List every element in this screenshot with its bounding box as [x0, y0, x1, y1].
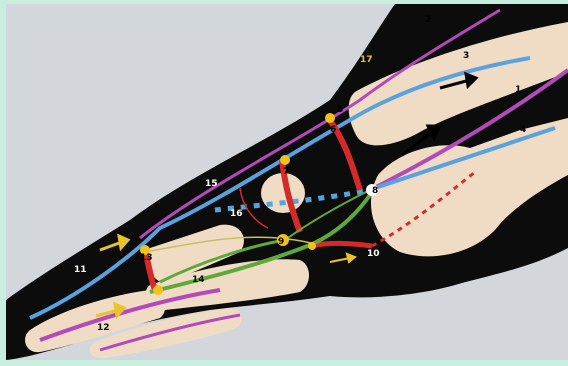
frame-bottom	[0, 360, 568, 366]
label-14: 14	[192, 275, 205, 285]
label-16: 16	[230, 209, 243, 219]
label-12: 12	[97, 323, 110, 333]
label-11: 11	[74, 265, 87, 275]
vessel-red-lower	[310, 243, 372, 246]
label-7: 7	[283, 167, 289, 177]
frame-top	[0, 0, 568, 4]
label-2: 2	[425, 15, 431, 25]
node-lower-mid	[308, 242, 316, 250]
label-8: 8	[372, 186, 378, 196]
label-1: 1	[515, 85, 521, 95]
label-3: 3	[463, 51, 469, 61]
label-4: 4	[520, 125, 526, 135]
frame-left	[0, 0, 6, 366]
node-top	[325, 113, 335, 123]
node-left-lower	[153, 285, 163, 295]
label-9: 9	[278, 237, 284, 247]
label-13: 13	[140, 253, 153, 263]
label-5: 5	[337, 105, 343, 115]
label-15: 15	[205, 179, 218, 189]
node-upper-mid	[280, 155, 290, 165]
label-10: 10	[367, 249, 380, 259]
label-17: 17	[360, 55, 373, 65]
label-6: 6	[330, 125, 336, 135]
